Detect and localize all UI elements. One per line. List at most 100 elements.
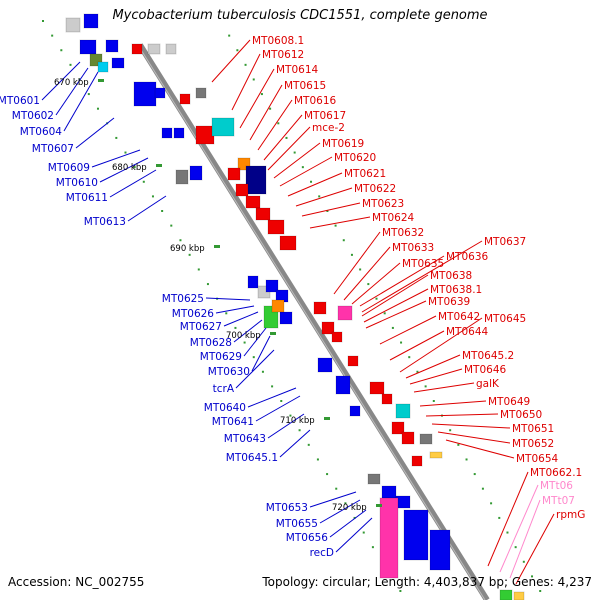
leader-line	[91, 149, 141, 168]
tick-dot	[228, 34, 231, 37]
gene-label-right: MT0654	[516, 453, 559, 465]
gene-label-right: MT0608.1	[252, 35, 304, 47]
gene-label-left: MT0629	[200, 351, 242, 363]
gene-feature	[279, 311, 293, 325]
gene-feature	[79, 39, 97, 55]
leader-line	[333, 231, 381, 295]
gene-label-left: recD	[310, 547, 334, 559]
scale-label: 670 kbp	[54, 78, 89, 88]
gene-feature	[429, 451, 443, 459]
tick-dot	[318, 195, 321, 198]
gene-feature	[411, 455, 423, 467]
gene-label-right: MT0623	[362, 198, 404, 210]
gene-label-left: MT0627	[180, 321, 222, 333]
gene-label-right: MT0645	[484, 313, 526, 325]
gene-feature	[381, 485, 397, 499]
gene-feature	[173, 127, 185, 139]
gene-feature	[401, 431, 415, 445]
gene-label-left: MT0645.1	[226, 452, 278, 464]
gene-feature	[235, 183, 249, 197]
gene-labels: MT0601MT0602MT0604MT0607MT0609MT0610MT06…	[0, 35, 585, 559]
tick-dot	[457, 443, 460, 446]
gene-label-right: MT0638	[430, 270, 472, 282]
tick-dot	[161, 210, 164, 212]
gene-feature	[189, 165, 203, 181]
tick-dot	[316, 458, 319, 461]
leader-line	[351, 262, 401, 305]
gene-label-right: MT0652	[512, 438, 554, 450]
gene-feature	[347, 355, 359, 367]
gene-label-left: MT0602	[12, 110, 54, 122]
leader-line	[223, 311, 259, 327]
tick-dot	[335, 487, 338, 490]
scale-tick	[156, 164, 162, 167]
tick-dot	[342, 239, 345, 242]
tick-dot	[236, 49, 239, 52]
gene-feature	[245, 195, 261, 209]
gene-feature	[335, 375, 351, 395]
tick-dot	[244, 63, 247, 66]
tick-dot	[206, 283, 209, 286]
tick-dots-right	[228, 34, 542, 592]
leader-line	[413, 382, 475, 393]
scale-label: 680 kbp	[112, 163, 147, 173]
tick-dot	[522, 560, 525, 563]
tick-dot	[326, 473, 329, 476]
leader-line	[287, 172, 343, 197]
gene-label-right: MT0624	[372, 212, 415, 224]
leader-line	[205, 297, 251, 301]
leader-line	[273, 142, 321, 179]
gene-label-right: MT0662.1	[530, 467, 582, 479]
gene-feature	[265, 279, 279, 293]
scale-label: 700 kbp	[226, 331, 261, 341]
gene-label-right: MT0635	[402, 258, 444, 270]
leader-line	[319, 499, 361, 524]
tick-dot	[271, 385, 274, 388]
gene-feature	[97, 61, 109, 73]
tick-dot	[87, 93, 90, 96]
leader-line	[243, 327, 267, 357]
gene-label-left: MT0655	[276, 518, 318, 530]
tick-dot	[375, 297, 378, 300]
gene-label-left: MT0609	[48, 162, 90, 174]
gene-feature	[83, 13, 99, 29]
scale-tick	[98, 79, 104, 82]
tick-dot	[260, 93, 263, 96]
gene-label-right: MT0645.2	[462, 350, 514, 362]
gene-feature	[267, 219, 285, 235]
leader-line	[361, 240, 483, 313]
leader-line	[437, 431, 511, 444]
gene-feature	[369, 381, 385, 395]
gene-label-right: MT0614	[276, 64, 319, 76]
tick-dot	[359, 268, 362, 271]
gene-label-right: MT0619	[322, 138, 364, 150]
tick-dot	[539, 590, 542, 592]
map-title: Mycobacterium tuberculosis CDC1551, comp…	[112, 8, 488, 23]
leader-line	[251, 335, 271, 372]
tick-dot	[252, 356, 255, 359]
scale-label: 720 kbp	[332, 503, 367, 513]
leader-line	[255, 395, 301, 422]
gene-label-right: MT0650	[500, 409, 542, 421]
leader-line	[399, 317, 483, 373]
tick-dot	[326, 210, 329, 212]
tick-dot	[301, 166, 304, 169]
gene-feature	[65, 17, 81, 33]
leader-line	[257, 99, 293, 151]
tick-dot	[51, 34, 54, 37]
gene-feature	[195, 125, 215, 145]
gene-feature	[179, 93, 191, 105]
tick-dot	[188, 253, 191, 256]
leader-line	[99, 157, 149, 183]
gene-label-left: MT0604	[20, 126, 63, 138]
gene-label-right: MT0622	[354, 183, 396, 195]
tick-dot	[151, 195, 154, 198]
gene-label-right: galK	[476, 378, 500, 390]
tick-dot	[362, 531, 365, 534]
gene-label-right: MT0637	[484, 236, 526, 248]
tick-dot	[261, 370, 264, 373]
tick-dot	[391, 326, 394, 329]
scale-tick	[376, 504, 382, 507]
scale-tick	[270, 332, 276, 335]
